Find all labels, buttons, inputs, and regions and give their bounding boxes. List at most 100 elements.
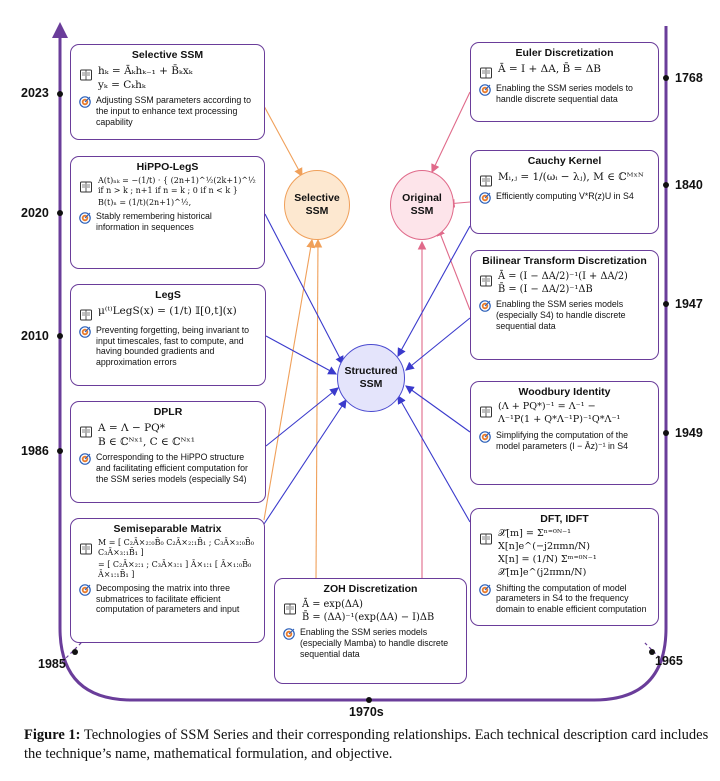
year-label-1840: 1840 — [675, 178, 703, 192]
caption-label: Figure 1: — [24, 727, 81, 743]
formula-line: yₖ = Cₖhₖ — [98, 79, 146, 92]
card-title: LegS — [155, 289, 181, 301]
dot-1986 — [57, 448, 63, 454]
card-zoh-discretization: ZOH Discretization Ā = exp(ΔA) B̄ = (ΔA)… — [274, 578, 467, 684]
card-objective: Decomposing the matrix into three submat… — [96, 583, 240, 615]
card-title: Selective SSM — [131, 49, 204, 61]
card-objective: Shifting the computation of model parame… — [496, 582, 647, 615]
link-legs-to-structured-node — [265, 335, 337, 375]
card-objective: Simplifying the computation of the model… — [496, 429, 629, 451]
link-bilinear-to-structured-node — [405, 317, 471, 371]
target-icon — [479, 431, 491, 443]
link-dplr-to-structured-node — [265, 387, 339, 447]
formula-line: (Λ + PQ*)⁻¹ = Λ⁻¹ − — [498, 401, 596, 412]
link-semisep-to-structured-node — [263, 399, 347, 525]
year-label-2020: 2020 — [21, 206, 49, 220]
dot-1985 — [72, 649, 78, 655]
formula-line: 𝒳̂[m] = Σⁿ⁼⁰ᴺ⁻¹ X[n]e^(−j2πmn/N) — [498, 528, 591, 552]
node-structured-ssm-label: Structured SSM — [344, 364, 398, 390]
card-formula: 𝒳̂[m] = Σⁿ⁼⁰ᴺ⁻¹ X[n]e^(−j2πmn/N) X[n] = … — [498, 528, 650, 580]
formula-line: = [ C₂Ā×₂:₁ ; C₃Ā×₃:₁ ] Ā×₁:₁ [ Ā×₁:₀B̄₀… — [98, 560, 252, 579]
node-structured-ssm: Structured SSM — [337, 344, 405, 412]
book-icon — [79, 425, 93, 439]
book-icon — [479, 405, 493, 419]
target-icon — [79, 96, 91, 109]
dot-2020 — [57, 210, 63, 216]
formula-line: Mᵢ,ⱼ = 1/(ωᵢ − λⱼ), M ∈ ℂᴹˣᴺ — [498, 171, 644, 183]
target-icon — [479, 192, 491, 204]
card-formula: Ā = I + ΔA, B̄ = ΔB — [498, 62, 601, 76]
dot-1947 — [663, 301, 669, 307]
figure-caption: Figure 1: Technologies of SSM Series and… — [24, 726, 714, 764]
formula-line: B̄ = (ΔA)⁻¹(exp(ΔA) − I)ΔB — [302, 612, 435, 624]
dot-1949 — [663, 430, 669, 436]
card-title: DPLR — [153, 406, 183, 418]
year-label-1947: 1947 — [675, 297, 703, 311]
card-dplr: DPLR A = Λ − PQ* B ∈ ℂᴺˣ¹, C ∈ ℂᴺˣ¹ Corr… — [70, 401, 266, 503]
book-icon — [479, 532, 493, 546]
target-icon — [283, 628, 295, 641]
target-icon — [479, 84, 491, 96]
book-icon — [79, 68, 93, 82]
card-formula: hₖ = Āₖhₖ₋₁ + B̄ₖxₖ yₖ = Cₖhₖ — [98, 64, 193, 92]
target-icon — [479, 583, 491, 596]
card-objective: Efficiently computing V*R(z)U in S4 — [496, 191, 634, 201]
card-formula: Ā = (I − ΔA/2)⁻¹(I + ΔA/2) B̄ = (I − ΔA/… — [498, 270, 628, 296]
dot-2023 — [57, 91, 63, 97]
formula-line: Λ⁻¹P(1 + Q*Λ⁻¹P)⁻¹Q*Λ⁻¹ — [498, 413, 621, 425]
dot-1768 — [663, 75, 669, 81]
card-semiseparable-matrix: Semiseparable Matrix M = [ C₂Ā×₂:₀B̄₀ C₂… — [70, 518, 265, 643]
card-formula: Ā = exp(ΔA) B̄ = (ΔA)⁻¹(exp(ΔA) − I)ΔB — [302, 598, 434, 624]
formula-line: B ∈ ℂᴺˣ¹, C ∈ ℂᴺˣ¹ — [98, 436, 195, 449]
target-icon — [479, 300, 491, 313]
card-objective: Preventing forgetting, being invariant t… — [96, 325, 250, 368]
link-hippo-to-structured-node — [264, 213, 344, 365]
year-label-1970s: 1970s — [349, 705, 384, 719]
book-icon — [283, 602, 297, 616]
link-dft-to-structured-node — [397, 395, 471, 523]
book-icon — [479, 274, 493, 288]
card-euler-discretization: Euler Discretization Ā = I + ΔA, B̄ = ΔB… — [470, 42, 659, 122]
node-selective-ssm: Selective SSM — [284, 170, 350, 240]
card-formula: A = Λ − PQ* B ∈ ℂᴺˣ¹, C ∈ ℂᴺˣ¹ — [98, 421, 195, 449]
card-formula: μ⁽ᵗ⁾LegS(x) = (1/t) 𝕀[0,t](x) — [98, 304, 237, 318]
link-woodbury-to-structured-node — [405, 385, 471, 433]
card-selective-ssm: Selective SSM hₖ = Āₖhₖ₋₁ + B̄ₖxₖ yₖ = C… — [70, 44, 265, 140]
card-formula: Mᵢ,ⱼ = 1/(ωᵢ − λⱼ), M ∈ ℂᴹˣᴺ — [498, 170, 644, 184]
card-title: Euler Discretization — [515, 47, 614, 59]
formula-line: μ⁽ᵗ⁾LegS(x) = (1/t) 𝕀[0,t](x) — [98, 305, 237, 317]
book-icon — [79, 308, 93, 322]
target-icon — [79, 584, 91, 596]
dot-1970s — [366, 697, 372, 703]
card-objective: Adjusting SSM parameters according to th… — [96, 95, 251, 127]
link-bilinear-to-original-node — [436, 226, 471, 311]
node-original-ssm: Original SSM — [390, 170, 454, 240]
book-icon — [79, 542, 93, 556]
card-title: Woodbury Identity — [518, 386, 611, 398]
card-objective: Stably remembering historical informatio… — [96, 211, 212, 232]
card-dft-idft: DFT, IDFT 𝒳̂[m] = Σⁿ⁼⁰ᴺ⁻¹ X[n]e^(−j2πmn/… — [470, 508, 659, 626]
timeline-frame — [58, 26, 668, 702]
year-label-1965: 1965 — [655, 654, 683, 668]
dot-1840 — [663, 182, 669, 188]
target-icon — [79, 212, 91, 224]
formula-line: A(t)ₙₖ = −(1/t) · { (2n+1)^½(2k+1)^½ if … — [98, 176, 256, 195]
card-bilinear-transform-discretization: Bilinear Transform Discretization Ā = (I… — [470, 250, 659, 360]
card-title: ZOH Discretization — [323, 583, 418, 595]
link-semisep-to-selective-node — [263, 238, 316, 521]
target-icon — [79, 453, 91, 466]
node-selective-ssm-label: Selective SSM — [294, 191, 340, 217]
card-formula: A(t)ₙₖ = −(1/t) · { (2n+1)^½(2k+1)^½ if … — [98, 176, 256, 208]
year-label-1768: 1768 — [675, 71, 703, 85]
year-label-1949: 1949 — [675, 426, 703, 440]
dot-2010 — [57, 333, 63, 339]
book-icon — [479, 174, 493, 188]
year-label-2023: 2023 — [21, 86, 49, 100]
card-objective: Enabling the SSM series models to handle… — [496, 83, 633, 104]
target-icon — [79, 326, 91, 338]
card-woodbury-identity: Woodbury Identity (Λ + PQ*)⁻¹ = Λ⁻¹ − Λ⁻… — [470, 381, 659, 485]
dot-1965 — [649, 649, 655, 655]
card-hippo-legs: HiPPO-LegS A(t)ₙₖ = −(1/t) · { (2n+1)^½(… — [70, 156, 265, 269]
card-formula: M = [ C₂Ā×₂:₀B̄₀ C₂Ā×₂:₁B̄₁ ; C₃Ā×₃:₀B̄₀… — [98, 538, 256, 580]
card-title: Bilinear Transform Discretization — [482, 255, 647, 267]
